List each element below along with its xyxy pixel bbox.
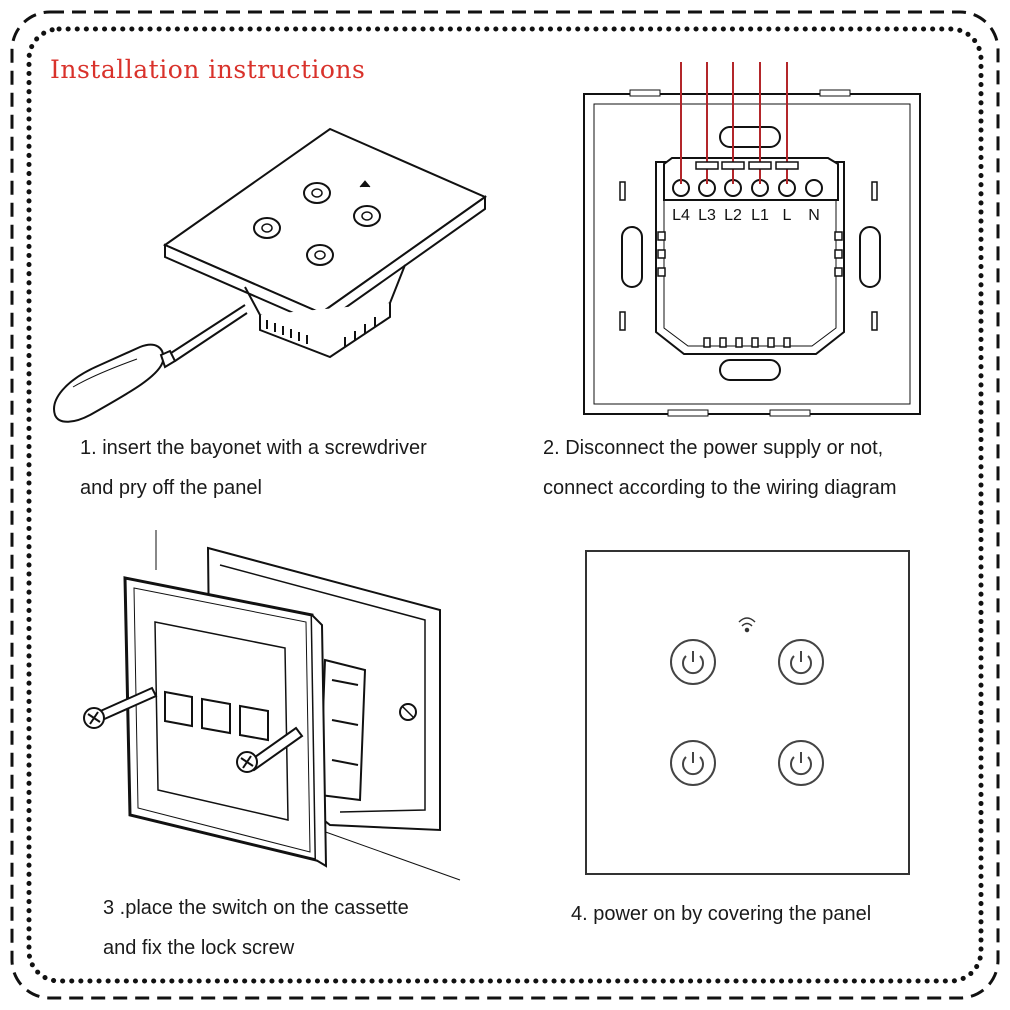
- step4-front-panel: [585, 550, 910, 875]
- terminal-label-l1: L1: [751, 207, 769, 224]
- terminal-label-n: N: [808, 207, 820, 224]
- page-title: Installation instructions: [50, 55, 366, 84]
- terminal-label-l3: L3: [698, 207, 716, 224]
- step3-line2: and fix the lock screw: [103, 937, 295, 959]
- step2-caption: 2. Disconnect the power supply or not, c…: [543, 428, 897, 508]
- power-button-bottom-right[interactable]: [778, 740, 824, 786]
- inner-dotted-border: [26, 26, 984, 984]
- step3-illustration: [70, 530, 470, 890]
- step1-caption: 1. insert the bayonet with a screwdriver…: [80, 428, 427, 508]
- terminal-label-l2: L2: [724, 207, 742, 224]
- power-button-bottom-left[interactable]: [670, 740, 716, 786]
- step1-illustration: [45, 115, 505, 435]
- step1-line1: 1. insert the bayonet with a screwdriver: [80, 437, 427, 459]
- step2-wiring-diagram: L4 L3 L2 L1 L N: [580, 62, 940, 422]
- terminal-label-l4: L4: [672, 207, 690, 224]
- power-button-top-right[interactable]: [778, 639, 824, 685]
- step1-line2: and pry off the panel: [80, 477, 262, 499]
- step3-line1: 3 .place the switch on the cassette: [103, 897, 409, 919]
- step4-caption: 4. power on by covering the panel: [571, 894, 871, 934]
- step3-caption: 3 .place the switch on the cassette and …: [103, 888, 409, 968]
- step2-line2: connect according to the wiring diagram: [543, 477, 897, 499]
- step4-line1: 4. power on by covering the panel: [571, 903, 872, 925]
- wifi-icon: [738, 617, 756, 633]
- power-button-top-left[interactable]: [670, 639, 716, 685]
- terminal-label-l: L: [783, 207, 792, 224]
- step2-line1: 2. Disconnect the power supply or not,: [543, 437, 884, 459]
